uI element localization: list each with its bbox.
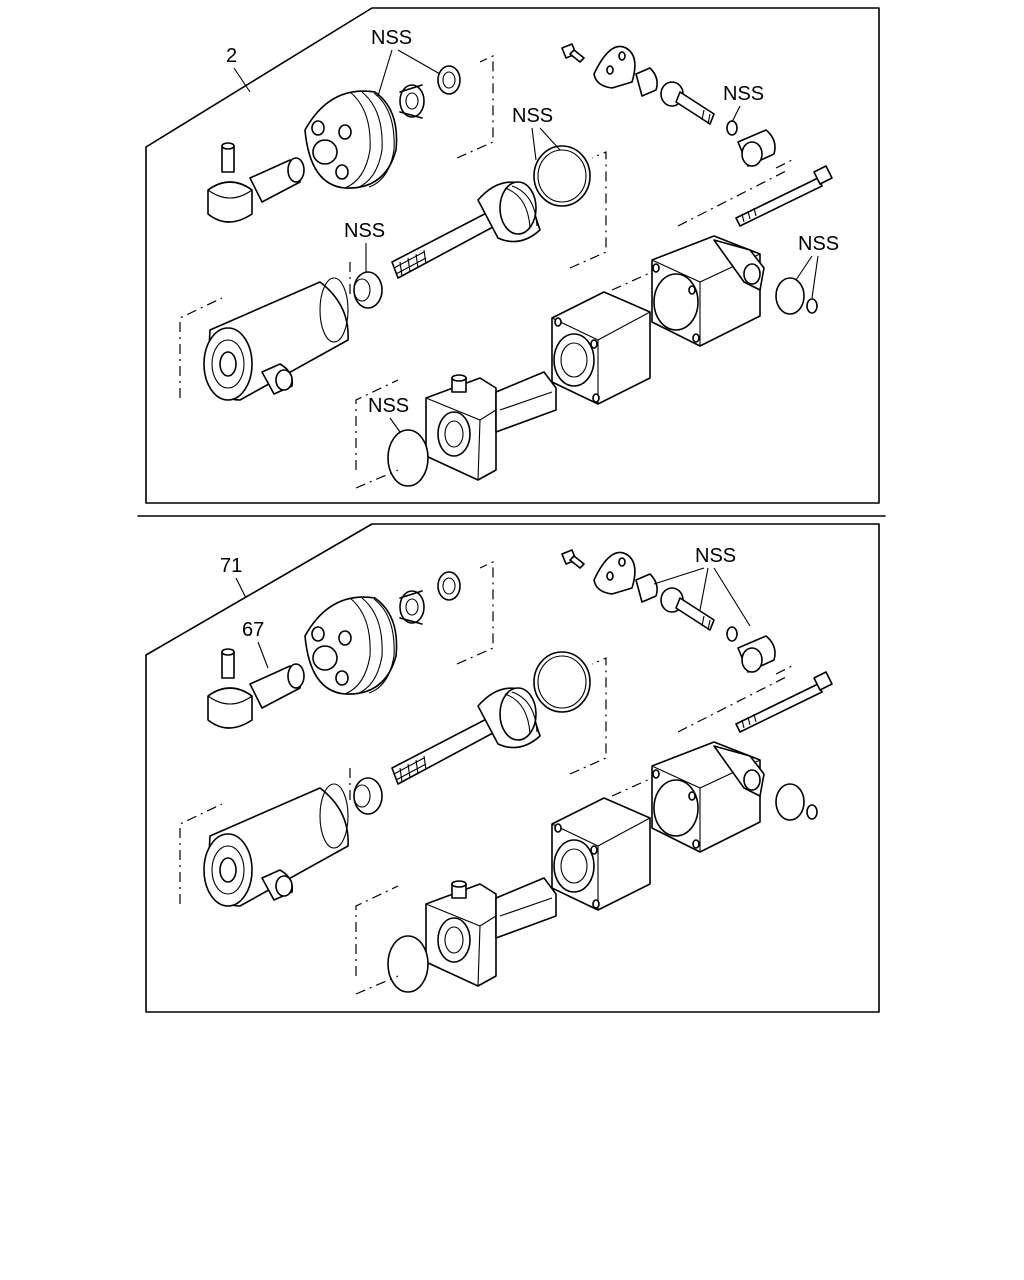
nss-label: NSS [368,395,409,417]
nss-label: NSS [723,83,764,105]
exploded-view-bottom [179,549,833,995]
assembly-number: 71 [220,555,242,577]
exploded-view-top [179,43,833,489]
assembly-number: 2 [226,45,237,67]
leader-line [377,49,441,97]
nss-label: NSS [695,545,736,567]
leader-line [233,67,251,93]
leader-line [795,255,819,299]
nss-label: NSS [798,233,839,255]
nss-label: NSS [344,220,385,242]
leader-line [389,417,401,433]
leader-line [731,105,741,123]
panel-top-frame [145,7,880,504]
panel-top: 2 NSS NSS NSS NSS NSS NSS [145,7,880,504]
leader-line [653,567,751,627]
nss-label: NSS [512,105,553,127]
part-number: 67 [242,619,264,641]
panel-bottom: 71 67 NSS [145,523,880,1013]
panel-bottom-frame [145,523,880,1013]
nss-label: NSS [371,27,412,49]
leader-line [531,127,561,161]
leader-line [257,641,269,669]
leader-line [235,577,247,599]
